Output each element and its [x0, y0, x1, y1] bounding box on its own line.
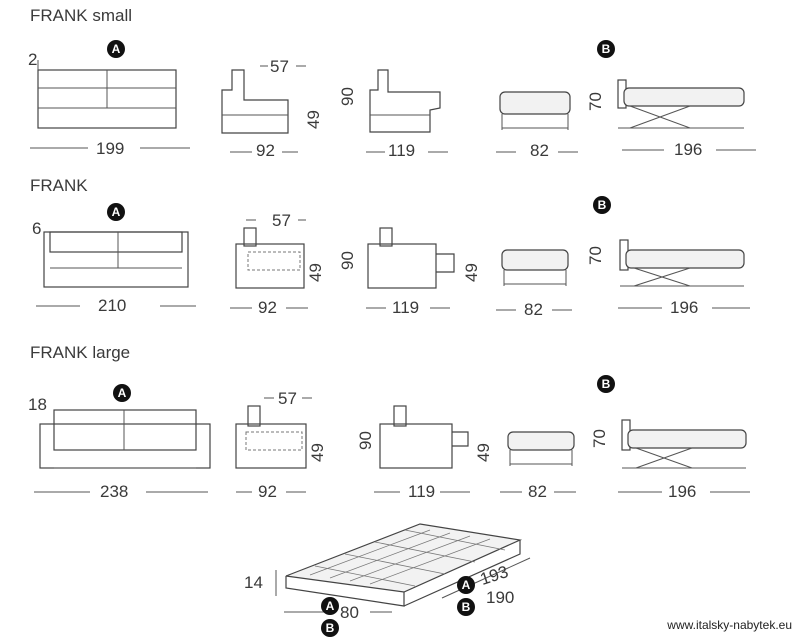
- badge-b-mattress-length: B: [457, 598, 475, 616]
- svg-text:B: B: [326, 621, 335, 635]
- svg-text:B: B: [598, 198, 607, 212]
- bed-length-dim-frank: 196: [670, 298, 699, 317]
- svg-text:A: A: [462, 578, 471, 592]
- open-depth-dim-frank: 119: [392, 298, 420, 317]
- pouf-view-frank: [501, 249, 569, 286]
- open-depth-dim-small: 119: [388, 141, 416, 160]
- sofa-front-view-small: [37, 60, 177, 129]
- badge-b-mattress-width: B: [321, 619, 339, 637]
- depth-dim-small: 92: [256, 141, 275, 160]
- bed-height-dim-small: 70: [585, 92, 605, 111]
- section-title-small: FRANK small: [30, 6, 133, 25]
- bed-view-frank: [619, 239, 745, 287]
- svg-text:B: B: [602, 42, 611, 56]
- width-dim-small: 199: [96, 139, 125, 158]
- arm-dim-small: 2: [28, 50, 38, 69]
- sofa-open-side-view-small: [369, 69, 441, 133]
- mattress-width-dim: 80: [340, 603, 359, 622]
- height-dim-frank: 90: [337, 251, 357, 270]
- open-seat-height-dim-frank: 49: [461, 263, 481, 282]
- badge-a-small: A: [107, 40, 125, 58]
- svg-text:A: A: [112, 42, 121, 56]
- svg-text:B: B: [602, 377, 611, 391]
- back-dim-large: 57: [278, 389, 297, 408]
- open-depth-dim-large: 119: [408, 482, 436, 501]
- sofa-front-view-frank: [43, 231, 189, 288]
- sofa-open-side-view-frank: [367, 227, 455, 289]
- badge-a-frank: A: [107, 203, 125, 221]
- bed-view-large: [621, 419, 747, 469]
- back-dim-small: 57: [270, 57, 289, 76]
- badge-a-mattress-width: A: [321, 597, 339, 615]
- sofa-side-view-frank: [235, 227, 305, 289]
- pouf-view-small: [499, 91, 571, 130]
- svg-text:B: B: [462, 600, 471, 614]
- back-dim-frank: 57: [272, 211, 291, 230]
- section-title-frank: FRANK: [30, 176, 88, 195]
- open-seat-height-dim-large: 49: [473, 443, 493, 462]
- bed-length-dim-small: 196: [674, 140, 703, 159]
- height-dim-large: 90: [355, 431, 375, 450]
- height-dim-small: 90: [337, 87, 357, 106]
- pouf-view-large: [507, 431, 575, 466]
- svg-text:A: A: [112, 205, 121, 219]
- bed-view-small: [617, 79, 745, 129]
- depth-dim-frank: 92: [258, 298, 277, 317]
- arm-dim-large: 18: [28, 395, 47, 414]
- width-dim-frank: 210: [98, 296, 127, 315]
- pouf-dim-large: 82: [528, 482, 547, 501]
- pouf-dim-frank: 82: [524, 300, 543, 319]
- badge-b-large: B: [597, 375, 615, 393]
- website-url[interactable]: www.italsky-nabytek.eu: [667, 618, 792, 632]
- width-dim-large: 238: [100, 482, 129, 501]
- badge-a-mattress-length: A: [457, 576, 475, 594]
- seat-height-dim-large: 49: [307, 443, 327, 462]
- sofa-open-side-view-large: [379, 405, 469, 469]
- sofa-front-view-large: [39, 409, 211, 469]
- depth-dim-large: 92: [258, 482, 277, 501]
- seat-height-dim-frank: 49: [305, 263, 325, 282]
- arm-dim-frank: 6: [32, 219, 42, 238]
- bed-height-dim-frank: 70: [585, 246, 605, 265]
- svg-text:A: A: [326, 599, 335, 613]
- badge-b-frank: B: [593, 196, 611, 214]
- section-title-large: FRANK large: [30, 343, 131, 362]
- mattress-length-b-dim: 190: [486, 588, 515, 607]
- mattress-thickness-dim: 14: [244, 573, 263, 592]
- mattress-view: [285, 523, 523, 607]
- bed-height-dim-large: 70: [589, 429, 609, 448]
- badge-a-large: A: [113, 384, 131, 402]
- sofa-side-view-large: [235, 405, 307, 469]
- pouf-dim-small: 82: [530, 141, 549, 160]
- bed-length-dim-large: 196: [668, 482, 697, 501]
- svg-text:A: A: [118, 386, 127, 400]
- badge-b-small: B: [597, 40, 615, 58]
- sofa-side-view-small: [221, 69, 289, 134]
- seat-height-dim-small: 49: [303, 110, 323, 129]
